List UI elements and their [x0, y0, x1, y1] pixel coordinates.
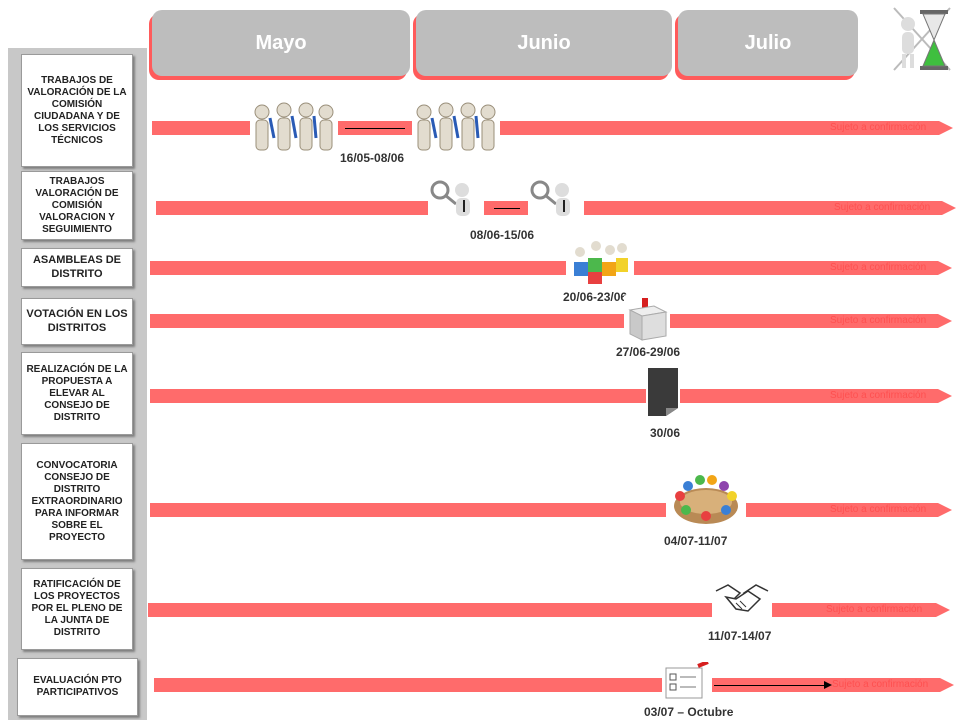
status-sujeto-4: Sujeto a confirmación [830, 315, 927, 326]
stage-asambleas: ASAMBLEAS DE DISTRITO [21, 248, 133, 287]
stage-convocatoria-consejo: CONVOCATORIA CONSEJO DE DISTRITO EXTRAOR… [21, 443, 133, 560]
date-range-6: 04/07-11/07 [664, 534, 728, 548]
status-sujeto-5: Sujeto a confirmación [830, 390, 927, 401]
arrow-line-8 [714, 685, 828, 686]
handshake-icon [712, 577, 772, 623]
ballot-box-icon [624, 296, 670, 342]
date-range-7: 11/07-14/07 [708, 629, 772, 643]
month-tab-julio: Julio [678, 10, 858, 76]
document-icon [646, 366, 680, 418]
hourglass-figure-icon [890, 4, 954, 74]
workers-icon [412, 98, 500, 158]
status-sujeto-7: Sujeto a confirmación [826, 604, 923, 615]
stage-valoracion-comision-ciudadana: TRABAJOS DE VALORACIÓN DE LA COMISIÓN CI… [21, 54, 133, 167]
date-range-5: 30/06 [650, 426, 681, 440]
month-tab-junio: Junio [416, 10, 672, 76]
date-range-2: 08/06-15/06 [470, 228, 535, 242]
timeline-bar-4 [150, 314, 952, 328]
stage-votacion: VOTACIÓN EN LOS DISTRITOS [21, 298, 133, 345]
checklist-icon [662, 660, 712, 702]
connector-line-1 [345, 128, 405, 129]
status-sujeto-3: Sujeto a confirmación [830, 262, 927, 273]
timeline-bar-8 [154, 678, 954, 692]
arrow-head-8 [824, 681, 832, 689]
stage-valoracion-comision-seguimiento: TRABAJOS VALORACIÓN DE COMISIÓN VALORACI… [21, 171, 133, 240]
timeline-bar-5 [150, 389, 952, 403]
status-sujeto-1: Sujeto a confirmación [830, 122, 927, 133]
timeline-bar-1 [152, 121, 953, 135]
stage-realizacion-propuesta: REALIZACIÓN DE LA PROPUESTA A ELEVAR AL … [21, 352, 133, 435]
month-tab-mayo: Mayo [152, 10, 410, 76]
timeline-bar-7 [148, 603, 950, 617]
stage-evaluacion: EVALUACIÓN PTO PARTICIPATIVOS [17, 658, 138, 716]
status-sujeto-8: Sujeto a confirmación [832, 679, 929, 690]
date-range-3: 20/06-23/06 [563, 290, 628, 304]
puzzle-people-icon [566, 236, 634, 288]
timeline-bar-6 [150, 503, 952, 517]
magnifier-figure-icon [428, 178, 484, 222]
status-sujeto-6: Sujeto a confirmación [830, 504, 927, 515]
date-range-8: 03/07 – Octubre [644, 705, 734, 719]
magnifier-figure-icon [528, 178, 584, 222]
meeting-circle-icon [666, 468, 746, 530]
timeline-bar-3 [150, 261, 952, 275]
date-range-1: 16/05-08/06 [340, 151, 405, 165]
date-range-4: 27/06-29/06 [616, 345, 681, 359]
status-sujeto-2: Sujeto a confirmación [834, 202, 931, 213]
stage-ratificacion: RATIFICACIÓN DE LOS PROYECTOS POR EL PLE… [21, 568, 133, 650]
workers-icon [250, 98, 338, 158]
connector-line-2 [494, 208, 520, 209]
